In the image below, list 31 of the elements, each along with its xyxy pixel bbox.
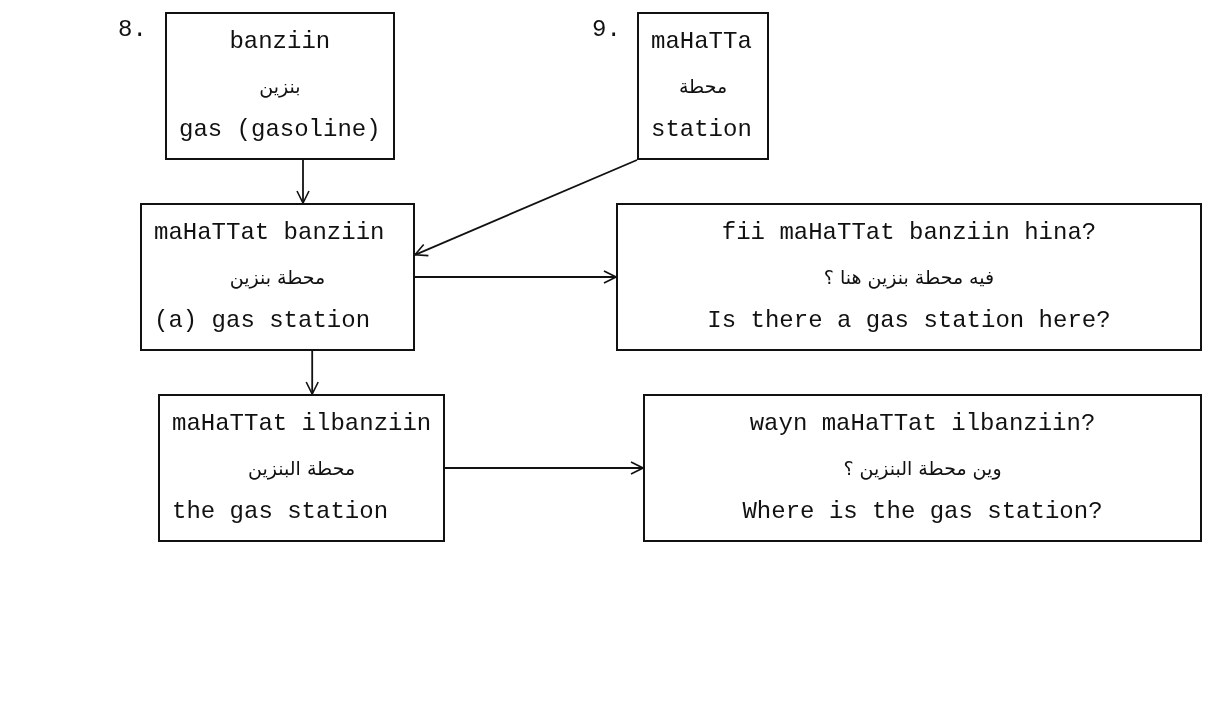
arabic-text: فيه محطة بنزين هنا ؟ [823,265,995,291]
term-text: gas (gasoline) [179,115,381,145]
term-text: fii maHaTTat banziin hina? [721,218,1097,248]
term-text: maHaTTat ilbanziin [172,409,432,439]
term-text: (a) gas station [154,306,371,336]
term-box [643,394,1202,542]
term-box [158,394,446,542]
term-box [637,12,769,160]
term-text: Where is the gas station? [742,497,1103,527]
term-text: banziin [229,27,331,57]
arrow [414,159,638,257]
arabic-text: محطة بنزين [229,265,326,291]
term-text: wayn maHaTTat ilbanziin? [749,409,1096,439]
term-text: station [651,115,752,145]
term-box [616,203,1202,351]
arrow [305,350,319,395]
item-number: 8. [118,16,147,43]
term-text: the gas station [172,497,389,527]
arabic-text: محطة [678,74,728,99]
item-number: 9. [592,16,621,43]
arrow [296,159,310,204]
term-text: maHaTTat banziin [154,218,385,248]
term-box [165,12,395,160]
arabic-text: محطة البنزين [248,456,356,482]
arabic-text: وين محطة البنزين ؟ [843,456,1002,482]
term-text: maHaTTa [651,27,752,57]
term-text: Is there a gas station here? [707,306,1111,336]
arrow [444,461,644,475]
term-box [140,203,415,351]
arabic-text: بنزين [259,74,301,100]
arrow [414,270,617,284]
